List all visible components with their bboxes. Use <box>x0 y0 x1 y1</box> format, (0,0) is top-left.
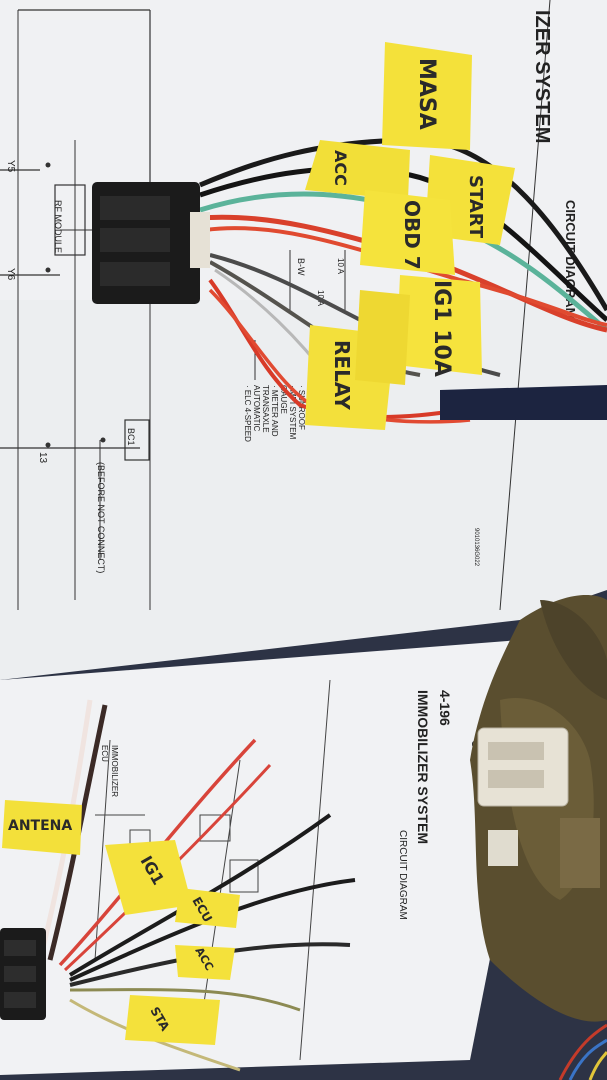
tag-small-top <box>355 290 410 385</box>
doc-code: 9010136G022 <box>473 528 479 567</box>
option-line: · ELC 4-SPEED <box>243 385 252 442</box>
page-number: 4-196 <box>437 690 453 726</box>
tag-ig1-bottom: IG1 <box>105 840 192 915</box>
option-line: · METER AND <box>270 385 279 437</box>
rf-module-label: RF MODULE <box>53 200 63 253</box>
cloth-object <box>470 595 607 1022</box>
immobilizer-label: IMMOBILIZER <box>110 745 119 797</box>
svg-text:OBD 7: OBD 7 <box>400 200 424 270</box>
svg-text:MASA: MASA <box>414 58 439 130</box>
tag-masa: MASA <box>382 42 472 150</box>
svg-text:ANTENA: ANTENA <box>8 818 72 834</box>
svg-text:RELAY: RELAY <box>330 340 354 410</box>
bottom-schematic-sheet: 4-196 IMMOBILIZER SYSTEM CIRCUIT DIAGRAM… <box>0 640 545 1075</box>
tag-small-bottom-1: ACC <box>175 945 235 980</box>
tag-obd: OBD 7 <box>360 190 455 275</box>
tag-small-bottom-2: STA <box>125 995 220 1045</box>
svg-text:START: START <box>465 175 486 239</box>
option-line: TRANSAXLE <box>261 385 270 433</box>
bottom-sheet-section: CIRCUIT DIAGRAM <box>397 830 408 920</box>
pin-13-label: 13 <box>37 452 48 464</box>
pin-y5-label: Y5 <box>5 160 16 173</box>
svg-text:ACC: ACC <box>331 150 350 186</box>
tag-ecu-bottom: ECU <box>175 888 240 928</box>
svg-text:IG1 10A: IG1 10A <box>429 280 454 377</box>
top-schematic-sheet: RF MODULE Y5 Y6 13 BC1 (BEFORE NOT CONNE… <box>0 0 607 680</box>
wire-bw-label: B-W <box>296 258 306 276</box>
ecu-label: ECU <box>100 745 109 762</box>
tag-antena: ANTENA <box>2 800 82 855</box>
fuse-label-1: 10 A <box>336 258 345 275</box>
bc1-label: BC1 <box>126 428 136 446</box>
option-line: GAUGE <box>279 385 288 414</box>
pin-y6-label: Y6 <box>5 268 16 281</box>
sheet-title: IZER SYSTEM <box>531 10 553 143</box>
bottom-sheet-title: IMMOBILIZER SYSTEM <box>415 690 431 844</box>
tag-ig1-10a: IG1 10A <box>396 275 482 377</box>
option-line: · MPI SYSTEM <box>288 385 297 440</box>
tag-acc: ACC <box>305 140 410 200</box>
option-line: AUTOMATIC <box>252 385 261 432</box>
before-not-connect-note: (BEFORE NOT CONNECT) <box>96 462 106 573</box>
